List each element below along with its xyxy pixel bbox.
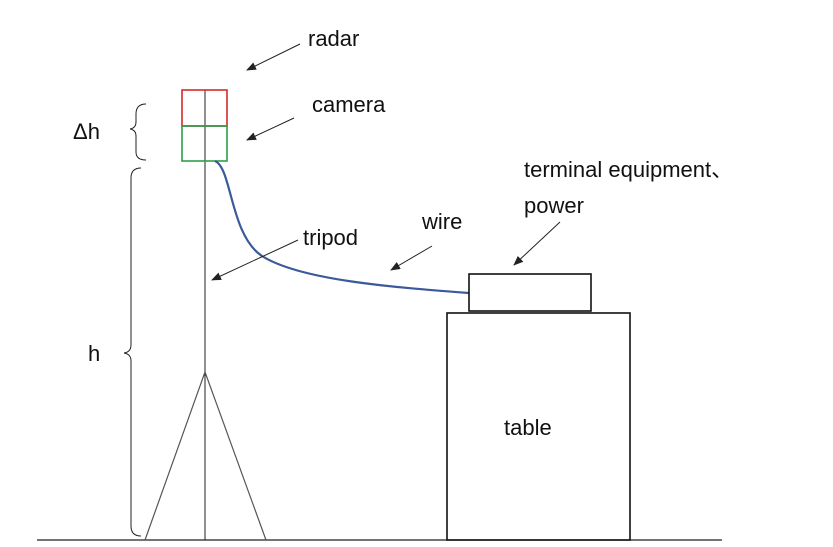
table-label: table [504,415,552,440]
terminal-equipment-box [468,273,592,312]
terminal-arrow [513,221,561,266]
wire-label: wire [421,209,462,234]
camera-label: camera [312,92,386,117]
camera-arrow [246,117,295,141]
h-label: h [88,341,100,366]
terminal-label-line2: power [524,193,584,218]
wire-arrow [390,245,433,271]
h-bracket [123,167,142,537]
camera-box [181,125,228,162]
radar-label: radar [308,26,359,51]
tripod-leg-right [204,371,267,541]
tripod-leg-left [144,371,206,541]
tripod-arrow [211,239,299,281]
terminal-label-line1: terminal equipment、 [524,157,733,182]
table-box [446,312,631,541]
delta-h-bracket [129,103,147,161]
radar-arrow [246,43,301,71]
delta-h-label: Δh [73,119,100,144]
wire-cable [214,159,470,295]
tripod-label: tripod [303,225,358,250]
